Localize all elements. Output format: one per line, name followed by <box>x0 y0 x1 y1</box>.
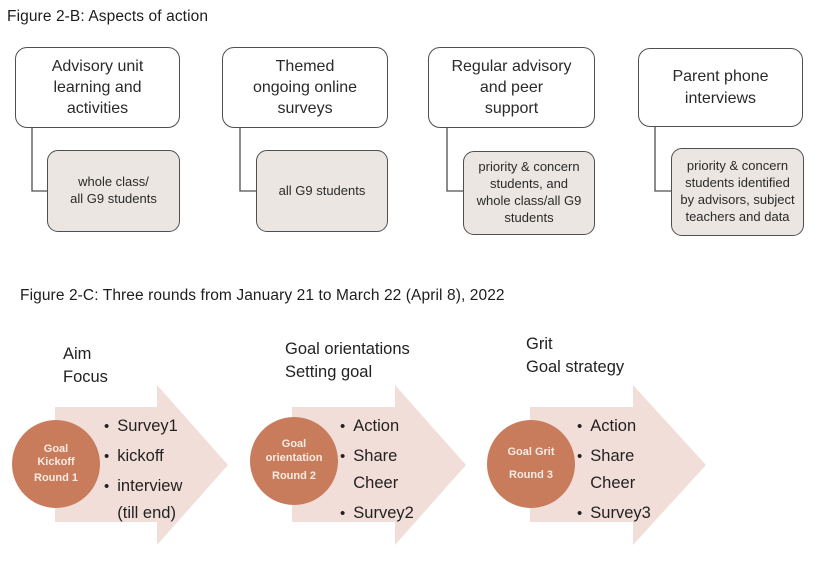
aspect-box-online-surveys: Themed ongoing online surveys <box>222 47 388 128</box>
figure-2c-title: Figure 2-C: Three rounds from January 21… <box>20 287 505 304</box>
audience-box-whole-class: whole class/ all G9 students <box>47 150 180 232</box>
bullet-icon: • <box>340 448 346 465</box>
bullet-icon: • <box>340 418 346 435</box>
connector-line <box>654 127 671 192</box>
bullet-label: Survey1 <box>117 417 178 435</box>
round1-circle-label: Goal Kickoff <box>37 442 75 469</box>
round3-bullet-list: • Action • Share Cheer • Survey3 <box>577 413 651 530</box>
bullet-icon: • <box>340 505 346 522</box>
list-item: • Share Cheer <box>577 443 651 497</box>
round2-circle-label: Goal orientation <box>265 438 323 464</box>
bullet-icon: • <box>104 478 110 495</box>
bullet-icon: • <box>577 448 583 465</box>
connector-line <box>239 128 256 192</box>
round-arrow-shape <box>292 385 466 545</box>
audience-box-priority-concern: priority & concern students, and whole c… <box>463 151 595 235</box>
bullet-label: Action <box>353 417 400 435</box>
figure-2b-title: Figure 2-B: Aspects of action <box>7 8 209 25</box>
list-item: • Survey3 <box>577 500 651 527</box>
bullet-label: Action <box>590 417 637 435</box>
aspect-box-peer-support: Regular advisory and peer support <box>428 47 595 128</box>
bullet-label: interview (till end) <box>117 477 183 522</box>
round3-circle-round: Round 3 <box>509 468 553 481</box>
connector-line <box>446 128 463 192</box>
round2-header: Goal orientations Setting goal <box>285 340 410 381</box>
bullet-label: kickoff <box>117 447 164 465</box>
round-arrow-shape <box>530 385 706 545</box>
bullet-icon: • <box>577 418 583 435</box>
bullet-icon: • <box>104 448 110 465</box>
round1-circle-round: Round 1 <box>34 471 78 484</box>
aspect-box-parent-interviews: Parent phone interviews <box>638 48 803 127</box>
round2-circle: Goal orientation Round 2 <box>250 417 338 505</box>
list-item: • Action <box>340 413 414 440</box>
round1-bullet-list: • Survey1 • kickoff • interview (till en… <box>104 413 182 530</box>
bullet-label: Share Cheer <box>590 447 636 492</box>
audience-box-identified-students: priority & concern students identified b… <box>671 148 804 236</box>
round1-circle: Goal Kickoff Round 1 <box>12 420 100 508</box>
list-item: • Action <box>577 413 651 440</box>
list-item: • kickoff <box>104 443 182 470</box>
list-item: • interview (till end) <box>104 473 182 527</box>
round1-header: Aim Focus <box>63 345 108 386</box>
bullet-icon: • <box>104 418 110 435</box>
list-item: • Share Cheer <box>340 443 414 497</box>
bullet-icon: • <box>577 505 583 522</box>
connector-line <box>31 128 47 192</box>
bullet-label: Share Cheer <box>353 447 399 492</box>
audience-box-all-g9: all G9 students <box>256 150 388 232</box>
round3-circle: Goal Grit Round 3 <box>487 420 575 508</box>
round2-circle-round: Round 2 <box>272 470 316 483</box>
list-item: • Survey2 <box>340 500 414 527</box>
bullet-label: Survey2 <box>353 504 414 522</box>
round-arrow-shape <box>55 385 228 545</box>
list-item: • Survey1 <box>104 413 182 440</box>
round2-bullet-list: • Action • Share Cheer • Survey2 <box>340 413 414 530</box>
aspect-box-advisory-unit: Advisory unit learning and activities <box>15 47 180 128</box>
round3-circle-label: Goal Grit <box>507 446 555 458</box>
round3-header: Grit Goal strategy <box>526 335 625 376</box>
bullet-label: Survey3 <box>590 504 651 522</box>
